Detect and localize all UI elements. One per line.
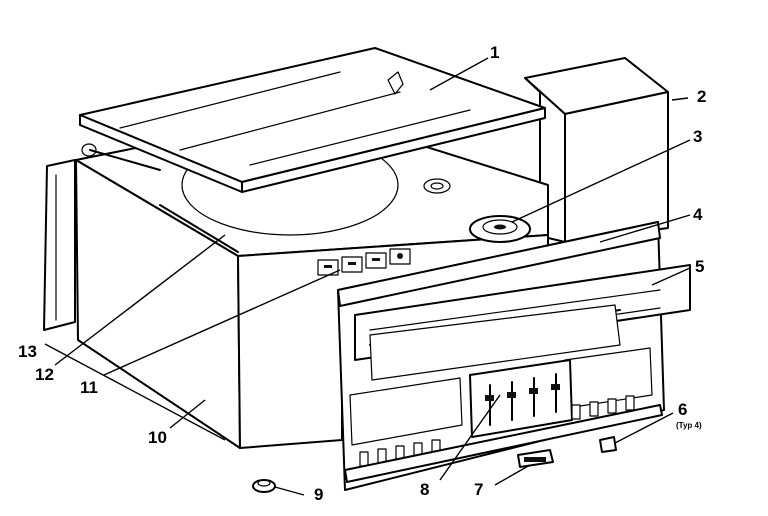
callout-labels: 1 2 3 4 5 6 (Typ 4) 7 8 9 10 11 12 13 — [18, 43, 706, 504]
callout-9: 9 — [314, 485, 323, 504]
callout-10: 10 — [148, 428, 167, 447]
switch-cap-part-6 — [599, 436, 617, 453]
lid-part-1 — [79, 47, 546, 193]
knob-part-7 — [517, 449, 554, 468]
speaker-box-part-2 — [524, 57, 669, 243]
top-trim-part-4 — [337, 221, 661, 307]
side-panel-part-13 — [43, 159, 76, 331]
callout-11: 11 — [80, 378, 98, 397]
front-panel-assembly — [337, 221, 691, 491]
foot-part-9 — [252, 479, 276, 493]
callout-2: 2 — [697, 87, 706, 106]
callout-6: 6 — [678, 400, 687, 419]
callout-12: 12 — [35, 365, 54, 384]
callout-6-note: (Typ 4) — [676, 421, 702, 430]
callout-1: 1 — [490, 43, 499, 62]
spindle-disc-part-3 — [469, 215, 531, 243]
callout-13: 13 — [18, 342, 37, 361]
callout-3: 3 — [693, 127, 702, 146]
callout-7: 7 — [474, 480, 483, 499]
leader-lines — [44, 57, 691, 496]
slide-controls-part-8 — [469, 359, 573, 438]
callout-4: 4 — [693, 205, 703, 224]
callout-8: 8 — [420, 480, 429, 499]
control-buttons-part-11 — [317, 248, 411, 276]
callout-5: 5 — [695, 257, 704, 276]
switch-row — [359, 395, 635, 467]
